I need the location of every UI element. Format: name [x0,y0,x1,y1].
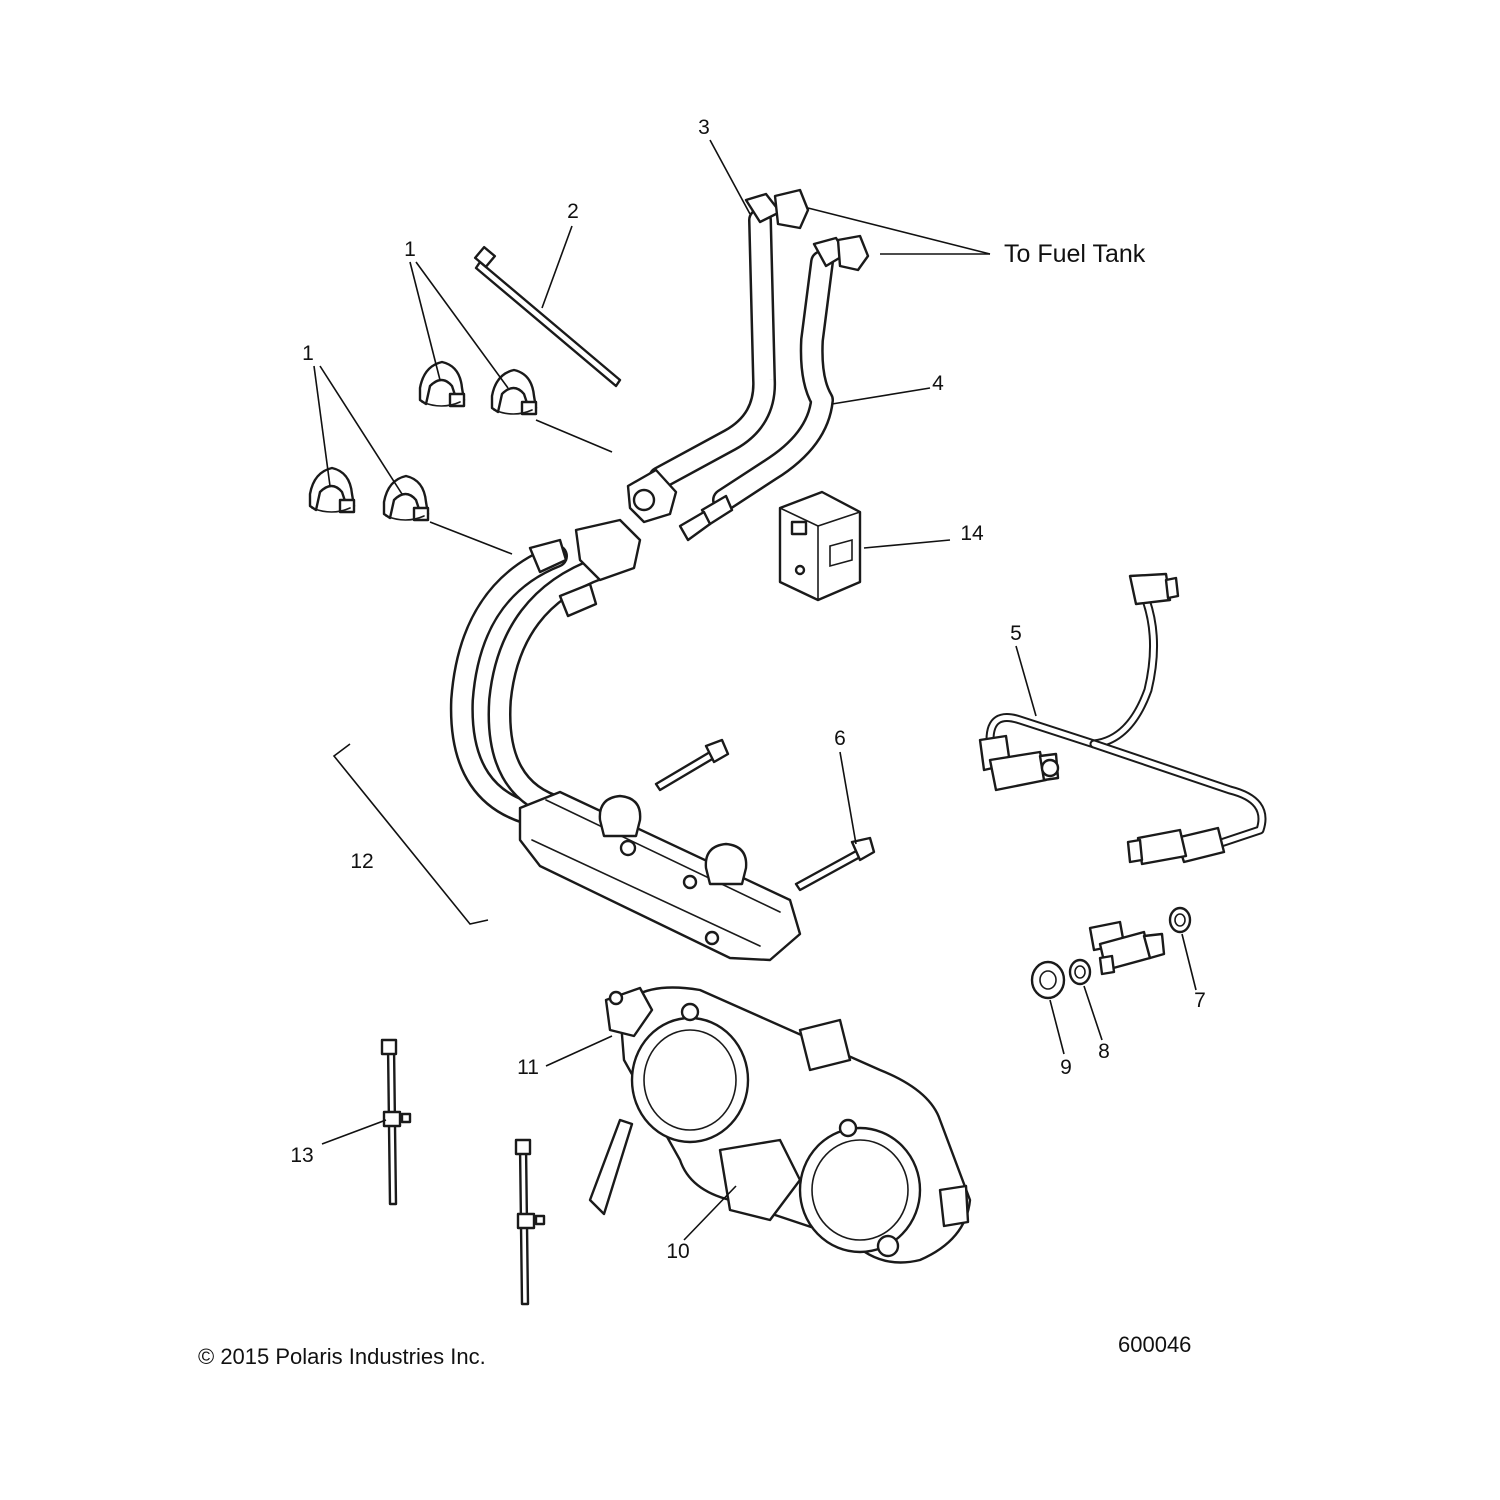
fuel-tank-note: To Fuel Tank [1004,240,1146,268]
callout-7: 7 [1194,989,1206,1012]
fuel-injector [1126,828,1188,866]
part-4-fuel-hose [678,234,870,542]
part-14-foam-block [778,490,862,602]
callout-14: 14 [960,522,984,545]
part-11-throttle-sensor [604,986,654,1038]
callout-10: 10 [666,1240,689,1263]
part-13-cable-tie [380,1038,412,1206]
part-10-throttle-body [588,986,972,1264]
part-8-o-ring [1068,958,1092,986]
callout-3: 3 [698,116,710,139]
part-1-hose-clip [382,474,430,522]
part-13-cable-tie [514,1138,546,1306]
callout-8: 8 [1098,1040,1110,1063]
callout-13: 13 [290,1144,313,1167]
part-3-fuel-hose [626,188,810,524]
fuel-injector [988,750,1060,792]
part-9-seal [1030,960,1066,1000]
callout-11: 11 [517,1056,539,1079]
callout-4: 4 [932,372,944,395]
part-7-o-ring [1168,906,1192,934]
copyright-text: © 2015 Polaris Industries Inc. [198,1344,486,1369]
leader-lines [313,139,1197,1241]
part-1-hose-clip [308,466,356,514]
callout-6: 6 [834,727,846,750]
callout-2: 2 [567,200,579,223]
callout-9: 9 [1060,1056,1072,1079]
part-6-bolt [794,836,876,892]
callout-1: 1 [404,238,416,261]
part-2-cable-tie [473,245,622,388]
fuel-injector [1088,920,1166,976]
part-1-hose-clip [418,360,466,408]
callout-12: 12 [350,850,373,873]
part-12-fuel-rail-assembly [449,518,802,962]
part-5-injector-harness [978,572,1267,864]
callout-5: 5 [1010,622,1022,645]
part-1-hose-clip [490,368,538,416]
part-6-bolt [654,738,730,792]
figure-number: 600046 [1118,1332,1191,1357]
callout-1: 1 [302,342,314,365]
